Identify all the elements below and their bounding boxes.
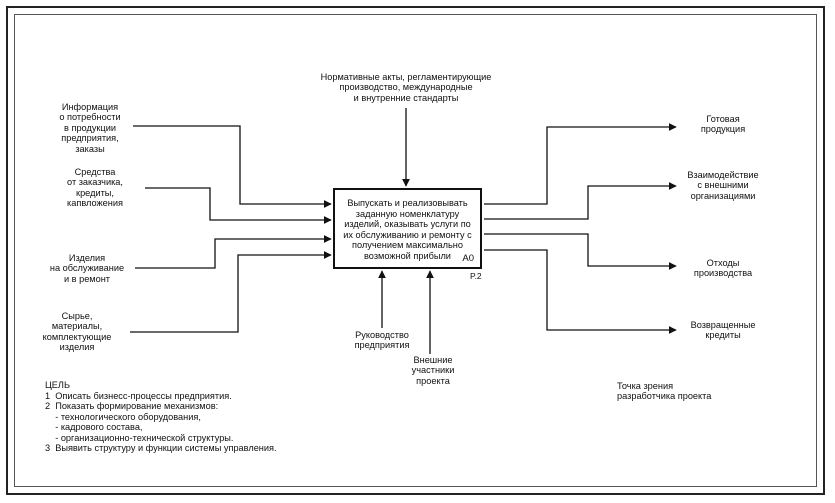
input-arrow-2 [145, 187, 332, 224]
goal-line-3: - технологического оборудования, [45, 411, 201, 422]
mechanism-label-1: Руководство предприятия [354, 330, 410, 351]
function-box-text: Выпускать и реализовывать заданную номен… [343, 198, 472, 261]
output-label-2: Взаимодействие с внешними организациями [687, 170, 759, 201]
output-arrow-3 [484, 233, 677, 270]
input-arrow-1 [133, 125, 332, 208]
input-arrow-3 [135, 235, 332, 269]
function-box[interactable]: Выпускать и реализовывать заданную номен… [333, 188, 482, 269]
goal-heading: ЦЕЛЬ [45, 380, 70, 390]
goal-block: ЦЕЛЬ 1 Описать бизнесс-процессы предприя… [45, 380, 277, 454]
output-label-3: Отходы производства [693, 258, 753, 279]
goal-line-1: 1 Описать бизнесс-процессы предприятия. [45, 390, 232, 401]
goal-line-5: - организационно-технической структуры. [45, 432, 234, 443]
page-ref: P.2 [470, 271, 482, 281]
output-arrow-4 [484, 249, 677, 334]
input-label-3: Изделия на обслуживание и в ремонт [49, 253, 125, 284]
goal-line-2: 2 Показать формирование механизмов: [45, 401, 219, 411]
output-label-4: Возвращенные кредиты [690, 320, 756, 341]
input-label-2: Средства от заказчика, кредиты, капвложе… [67, 167, 123, 209]
inner-frame [14, 14, 817, 487]
input-label-1: Информация о потребности в продукции пре… [59, 102, 121, 154]
outer-frame [6, 6, 825, 495]
goal-line-4: - кадрового состава, [45, 422, 143, 432]
output-arrow-2 [484, 182, 677, 220]
input-label-4: Сырье, материалы, комплектующие изделия [42, 311, 112, 353]
viewpoint-label: Точка зрения разработчика проекта [617, 381, 712, 402]
mechanism-label-2: Внешние участники проекта [411, 355, 455, 386]
control-label: Нормативные акты, регламентирующие произ… [320, 72, 492, 103]
input-arrow-4 [130, 251, 332, 333]
output-arrow-1 [484, 123, 677, 205]
goal-line-6: 3 Выявить структуру и функции системы уп… [45, 443, 277, 453]
node-id: A0 [462, 253, 474, 264]
output-label-1: Готовая продукция [700, 114, 746, 135]
